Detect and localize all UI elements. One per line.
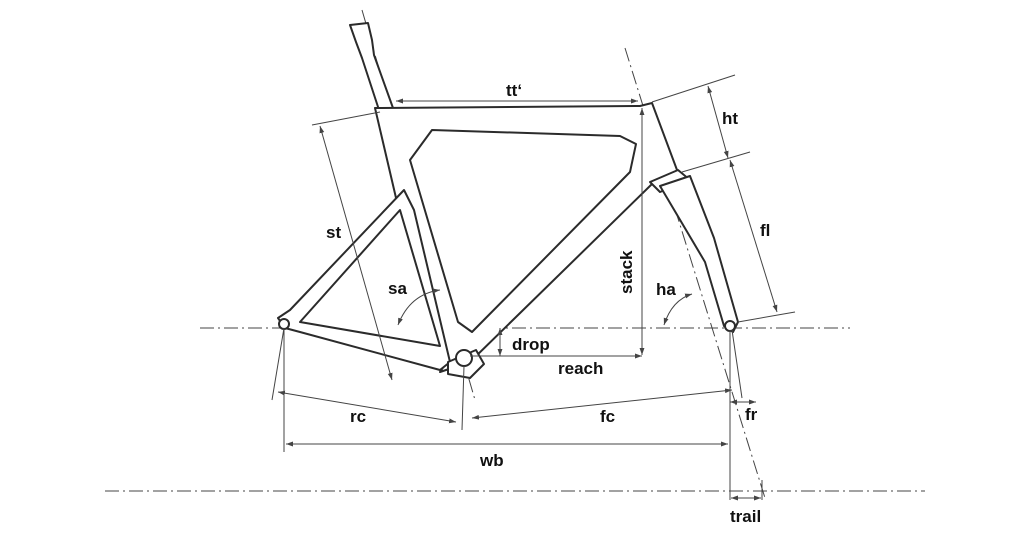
front-dropout [724,320,736,332]
label-st: st [326,223,341,242]
dimension-labels: tt‘ ht st fl stack sa ha drop reach rc f… [326,81,770,526]
label-fl: fl [760,221,770,240]
main-triangle-inner [409,129,637,333]
fc-dimension [471,388,733,420]
ht-extension-top [651,74,736,103]
rc-dimension [277,390,457,424]
ht-extension-mid [681,151,751,173]
ha-angle-arc [663,293,693,326]
rear-dropout [278,318,290,330]
label-wb: wb [479,451,504,470]
bottom-bracket [455,349,473,367]
label-ht: ht [722,109,738,128]
label-stack: stack [617,250,636,294]
label-sa: sa [388,279,407,298]
label-trail: trail [730,507,761,526]
bb-extension [461,365,465,431]
front-axle-extension [731,329,743,399]
seatpost [349,22,394,114]
st-extension-top [311,111,381,126]
label-ha: ha [656,280,676,299]
label-fc: fc [600,407,615,426]
ht-dimension [707,85,729,159]
sa-angle-arc [397,288,441,326]
st-dimension [319,125,393,381]
dimension-lines [271,74,796,501]
label-tt: tt‘ [506,81,522,100]
fl-dimension [729,159,778,313]
label-fr: fr [745,405,758,424]
bicycle-frame [277,22,739,379]
label-rc: rc [350,407,366,426]
label-reach: reach [558,359,603,378]
label-drop: drop [512,335,550,354]
rear-axle-extension [271,327,285,401]
fl-extension-bottom [737,311,796,323]
